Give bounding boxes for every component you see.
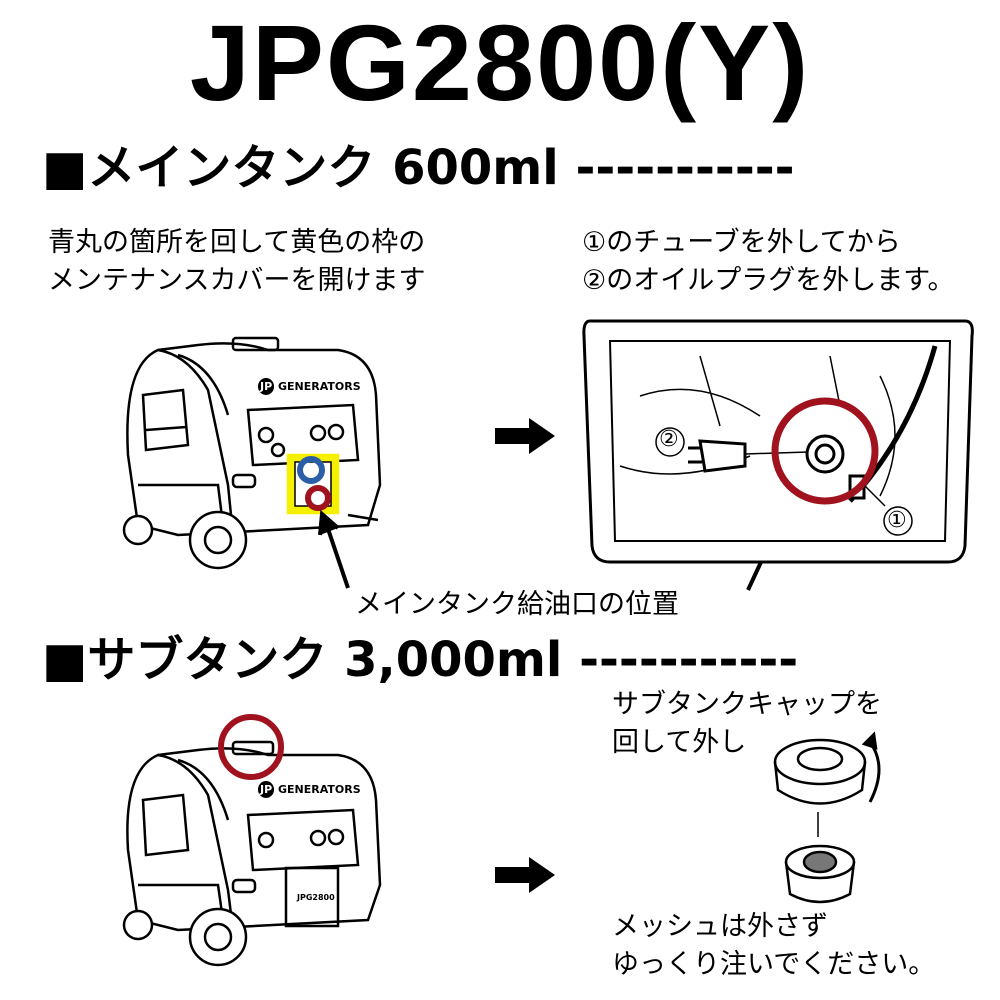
- callout-2-label: ②: [659, 427, 679, 452]
- instruction-line: サブタンクキャップを: [612, 689, 882, 720]
- instruction-line: メンテナンスカバーを開けます: [48, 265, 426, 296]
- instruction-line: 回して外し: [612, 727, 747, 758]
- main-tank-instructions: 青丸の箇所を回して黄色の枠の メンテナンスカバーを開けます: [48, 224, 425, 300]
- oil-plug-detail-illustration: [582, 319, 974, 564]
- generator-illustration-sub: [122, 714, 382, 967]
- instruction-line: ゆっくり注いでください。: [612, 949, 936, 980]
- cap-instructions: サブタンクキャップを 回して外し: [612, 686, 882, 762]
- sub-tank-heading: ■サブタンク 3,000ml -----------: [42, 632, 799, 688]
- oil-plug-instructions: ①のチューブを外してから ②のオイルプラグを外します。: [582, 224, 955, 300]
- mesh-instructions: メッシュは外さず ゆっくり注いでください。: [612, 908, 935, 984]
- page-title: JPG2800(Y): [189, 2, 811, 123]
- fuel-inlet-caption: メインタンク給油口の位置: [355, 589, 679, 620]
- instruction-line: ①のチューブを外してから: [582, 227, 901, 258]
- instruction-line: ②のオイルプラグを外します。: [582, 265, 955, 296]
- callout-1-label: ①: [887, 508, 907, 533]
- brand-logo: JP GENERATORS: [258, 781, 361, 798]
- right-arrow-icon: [495, 418, 555, 454]
- right-arrow-icon: [495, 857, 555, 893]
- instruction-line: 青丸の箇所を回して黄色の枠の: [48, 227, 426, 258]
- brand-logo: JP GENERATORS: [258, 378, 361, 395]
- panel-label: JPG2800: [297, 893, 335, 902]
- generator-illustration-main: [122, 336, 382, 570]
- instruction-line: メッシュは外さず: [612, 911, 828, 942]
- main-tank-heading: ■メインタンク 600ml -----------: [42, 140, 795, 196]
- sub-tank-cap-illustration: [773, 731, 881, 904]
